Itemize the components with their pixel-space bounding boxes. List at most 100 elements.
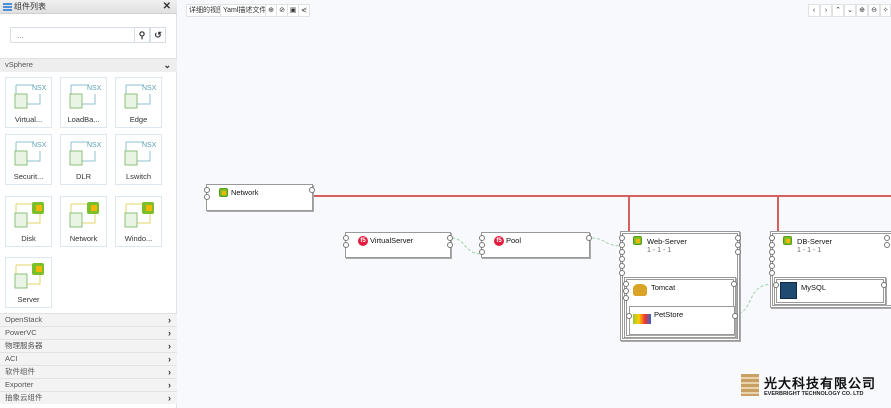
node-title: Pool [506, 236, 522, 245]
component-tile[interactable]: Server [5, 257, 52, 308]
category-item[interactable]: 抽象云组件 › [0, 391, 177, 404]
node-title: MySQL [801, 283, 827, 292]
component-tile[interactable]: NSX Virtual... [5, 77, 52, 128]
node-title: DB-Server [797, 237, 833, 246]
close-icon[interactable]: ✕ [162, 1, 171, 12]
vmware-component-icon [69, 202, 99, 228]
nsx-component-icon: NSX [124, 141, 156, 166]
vmware-component-icon [14, 202, 44, 228]
pool-node[interactable]: f5 Pool [479, 232, 592, 258]
chevron-right-icon[interactable]: › [820, 4, 832, 17]
zoom-in-icon[interactable]: ⊕ [856, 4, 868, 17]
web-server-node[interactable]: Web-Server 1 - 1 - 1 Tomcat PetStore [619, 231, 741, 341]
tomcat-icon [633, 284, 647, 296]
tile-label: Virtual... [14, 115, 43, 124]
search-input[interactable] [10, 27, 135, 43]
petstore-node[interactable]: PetStore [626, 306, 738, 335]
tomcat-node[interactable]: Tomcat PetStore [623, 277, 738, 338]
chevron-down-icon[interactable]: ⌄ [844, 4, 856, 17]
share-icon[interactable]: ⋞ [298, 4, 310, 17]
nsx-component-icon: NSX [124, 84, 156, 109]
category-item[interactable]: PowerVC › [0, 326, 177, 339]
db-network-link [777, 196, 779, 232]
category-item[interactable]: ACI› [0, 352, 177, 365]
virtualserver-node[interactable]: f5 VirtualServer [343, 232, 453, 258]
nsx-badge: NSX [87, 142, 101, 149]
network-link [313, 195, 891, 197]
petstore-icon [633, 314, 651, 324]
vmware-icon [219, 188, 228, 197]
search-button[interactable]: ⚲ [134, 27, 150, 43]
component-sidebar: 组件列表 ✕ ⚲ ↺ vSphere ⌄ NSX Virtual... NSX Loa… [0, 0, 177, 408]
db-server-node[interactable]: DB-Server 1 - 1 - 1 MySQL [769, 231, 891, 308]
chevron-down-icon: ⌄ [163, 60, 171, 70]
f5-icon: f5 [358, 236, 368, 246]
node-subtitle: 1 - 1 - 1 [797, 247, 822, 254]
chevron-right-icon: › [168, 328, 171, 338]
vmware-component-icon [14, 263, 44, 289]
node-subtitle: 1 - 1 - 1 [647, 247, 672, 254]
f5-icon: f5 [494, 236, 504, 246]
yaml-button[interactable]: Yaml描述文件 [220, 4, 270, 17]
category-label: OpenStack [5, 315, 43, 324]
nsx-component-icon: NSX [14, 84, 46, 109]
tile-label: Lswitch [125, 172, 151, 181]
list-icon [3, 3, 12, 11]
category-label: ACI [5, 354, 18, 363]
category-label: Exporter [5, 380, 34, 389]
nsx-component-icon: NSX [14, 141, 46, 166]
component-tile[interactable]: NSX DLR [60, 134, 107, 185]
web-network-link [628, 196, 630, 232]
company-logo-icon [741, 374, 759, 396]
component-tile[interactable]: NSX Lswitch [115, 134, 162, 185]
nsx-badge: NSX [32, 85, 46, 92]
refresh-icon: ↺ [154, 30, 162, 40]
chevron-right-icon: › [168, 393, 171, 403]
category-label: 软件组件 [5, 367, 35, 376]
nsx-component-icon: NSX [69, 141, 101, 166]
zoom-out-icon[interactable]: ⊖ [868, 4, 880, 17]
component-tile[interactable]: NSX LoadBa... [60, 77, 107, 128]
chevron-right-icon: › [168, 380, 171, 390]
vmware-component-icon [124, 202, 154, 228]
tile-label: Network [69, 234, 98, 243]
tile-label: Disk [21, 234, 36, 243]
category-label: 物理服务器 [5, 341, 43, 350]
category-item[interactable]: 物理服务器 › [0, 339, 177, 352]
category-item[interactable]: Exporter › [0, 378, 177, 391]
category-vsphere[interactable]: vSphere ⌄ [0, 58, 177, 72]
nsx-component-icon: NSX [69, 84, 101, 109]
chevron-right-icon: › [168, 367, 171, 377]
node-title: Network [231, 188, 259, 197]
tile-label: Server [17, 295, 40, 304]
chevron-left-icon[interactable]: ‹ [808, 4, 820, 17]
mysql-node[interactable]: MySQL [773, 277, 887, 305]
reset-button[interactable]: ↺ [150, 27, 166, 43]
chevron-right-icon: › [168, 341, 171, 351]
vmware-icon [783, 236, 792, 245]
node-title: VirtualServer [370, 236, 414, 245]
node-title: Tomcat [651, 283, 676, 292]
network-node[interactable]: Network [204, 184, 315, 211]
nsx-badge: NSX [142, 142, 156, 149]
component-tile[interactable]: Disk [5, 196, 52, 247]
category-label: vSphere [5, 60, 33, 69]
category-label: 抽象云组件 [5, 393, 43, 402]
nsx-badge: NSX [32, 142, 46, 149]
tile-label: DLR [75, 172, 91, 181]
tile-label: Edge [129, 115, 148, 124]
component-tile[interactable]: Windo... [115, 196, 162, 247]
component-tile[interactable]: Network [60, 196, 107, 247]
mysql-icon [780, 282, 797, 299]
sidebar-header: 组件列表 ✕ [0, 0, 177, 14]
chevron-right-icon: › [168, 315, 171, 325]
chevron-up-icon[interactable]: ⌃ [832, 4, 844, 17]
component-tile[interactable]: NSX Edge [115, 77, 162, 128]
category-item[interactable]: 软件组件 › [0, 365, 177, 378]
category-item[interactable]: OpenStack › [0, 313, 177, 326]
category-label: PowerVC [5, 328, 37, 337]
tile-label: LoadBa... [67, 115, 100, 124]
search-icon: ⚲ [138, 30, 146, 40]
